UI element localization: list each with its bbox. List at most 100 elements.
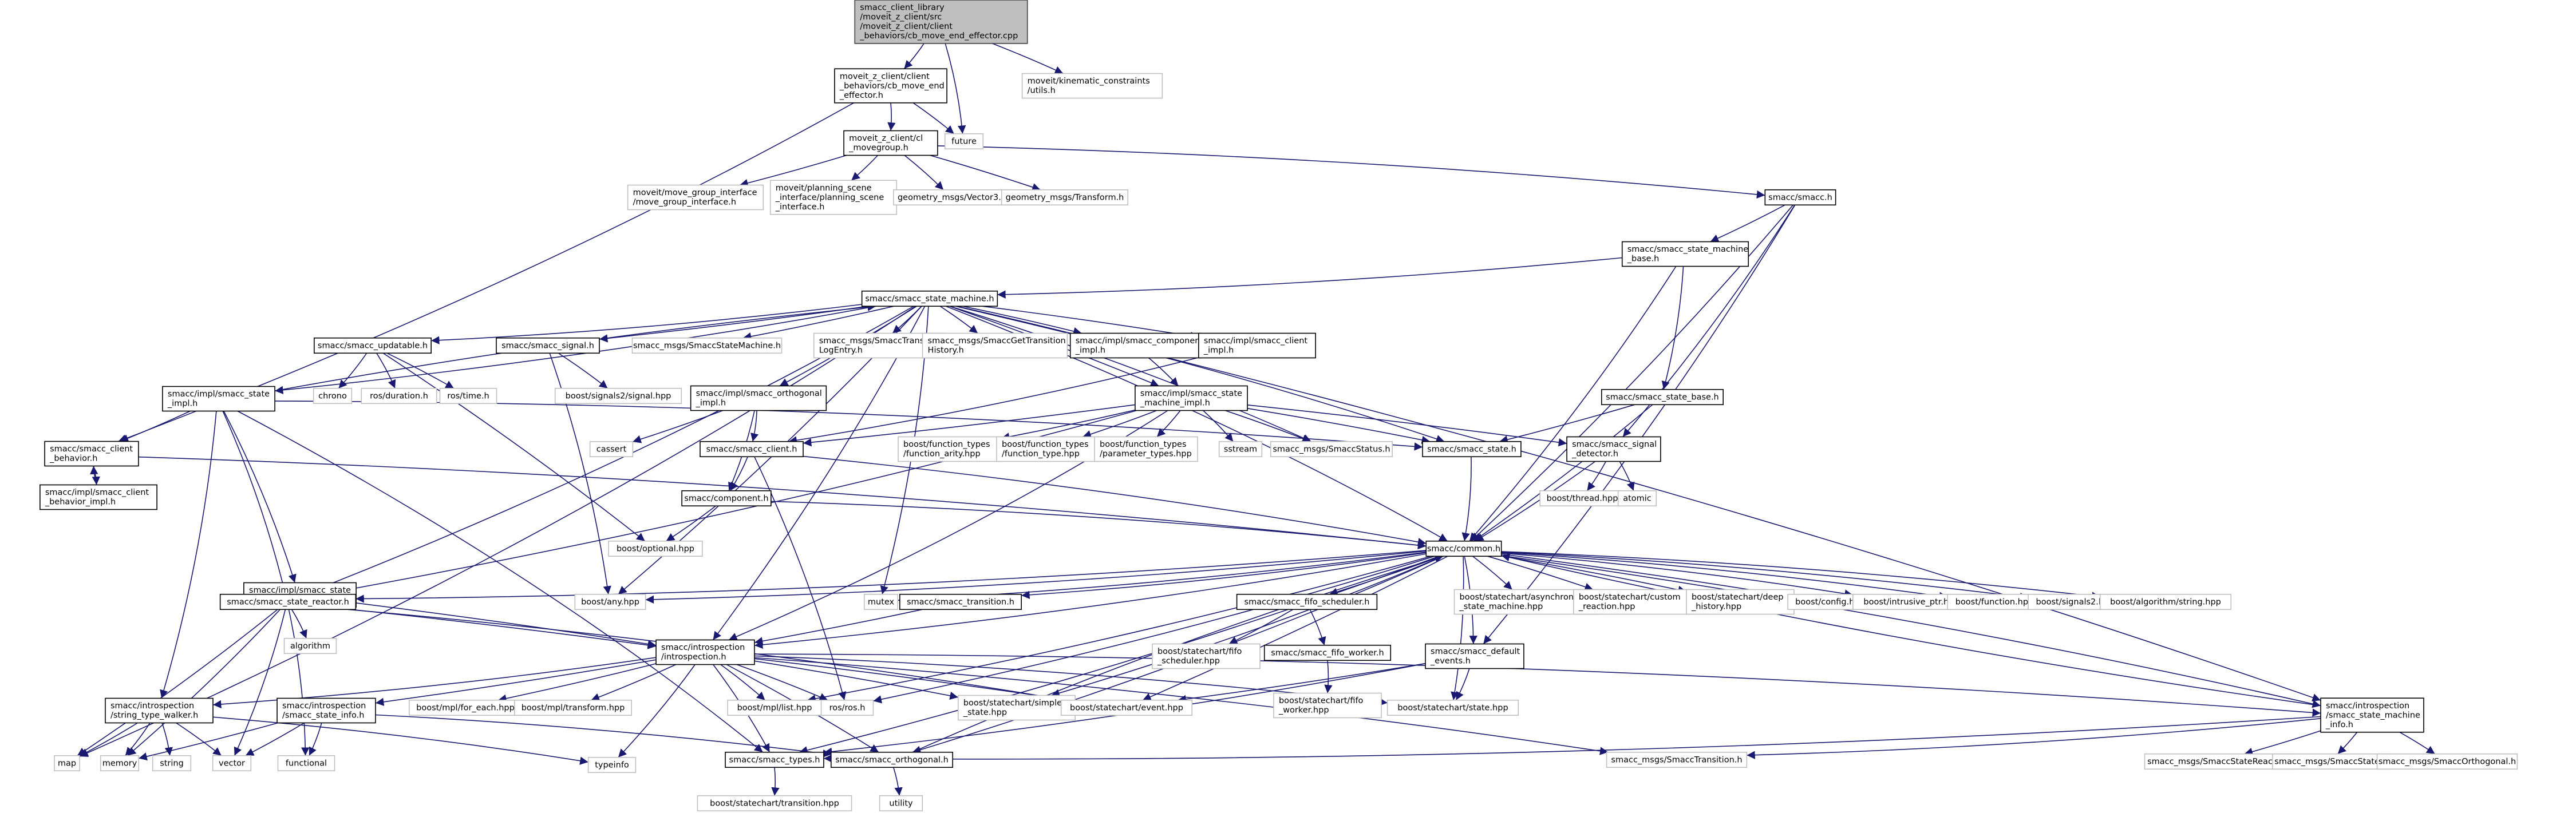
graph-node: geometry_msgs/Transform.h xyxy=(1001,189,1129,206)
graph-node: moveit/kinematic_constraints/utils.h xyxy=(1021,73,1163,99)
graph-node[interactable]: smacc/smacc_orthogonal.h xyxy=(831,751,954,768)
node-label: smacc_msgs/SmaccOrthogonal.h xyxy=(2379,757,2516,766)
graph-node[interactable]: smacc/smacc_types.h xyxy=(725,751,824,768)
graph-node: boost/algorithm/string.hpp xyxy=(2099,593,2232,610)
include-edge xyxy=(356,602,657,648)
include-edge xyxy=(79,722,138,757)
node-label: smacc/common.h xyxy=(1427,544,1500,553)
graph-node[interactable]: smacc/smacc_signal_detector.h xyxy=(1566,436,1661,462)
graph-node: algorithm xyxy=(283,637,337,655)
node-label: algorithm xyxy=(290,641,330,651)
graph-node: atomic xyxy=(1617,490,1657,507)
graph-node[interactable]: smacc/impl/smacc_state_machine_impl.h xyxy=(1135,385,1248,411)
node-box xyxy=(655,639,755,665)
node-label: boost/function_types xyxy=(903,440,990,449)
node-label: moveit_z_client/client xyxy=(840,72,930,81)
graph-node[interactable]: smacc/smacc_transition.h xyxy=(899,593,1022,610)
include-edge xyxy=(1469,266,1677,542)
graph-node[interactable]: smacc/impl/smacc_state_impl.h xyxy=(162,386,275,412)
graph-node[interactable]: smacc/smacc_client_behavior.h xyxy=(44,441,139,467)
include-edge xyxy=(771,501,1427,550)
node-box xyxy=(863,593,899,610)
node-box xyxy=(1273,692,1382,719)
graph-node[interactable]: smacc/impl/smacc_client_impl.h xyxy=(1198,332,1316,359)
node-label: _behavior.h xyxy=(49,454,97,463)
include-edge xyxy=(898,552,1427,604)
node-label: smacc/smacc_types.h xyxy=(729,755,820,764)
graph-node[interactable]: smacc/smacc_state_machine_base.h xyxy=(1621,241,1749,267)
graph-node[interactable]: moveit_z_client/cl_movegroup.h xyxy=(843,130,938,156)
node-label: ros/duration.h xyxy=(370,391,428,400)
graph-node[interactable]: smacc_client_library/moveit_z_client/src… xyxy=(854,0,1028,44)
nodes-layer: smacc_client_library/moveit_z_client/src… xyxy=(39,0,2518,812)
graph-node: boost/statechart/simple_state.hpp xyxy=(958,695,1076,721)
node-label: smacc_msgs/SmaccStateMachine.h xyxy=(633,341,781,350)
include-edge xyxy=(275,306,876,394)
graph-node[interactable]: smacc/introspection/string_type_walker.h xyxy=(105,697,214,724)
graph-node[interactable]: smacc/smacc_signal.h xyxy=(496,337,600,354)
graph-node[interactable]: smacc/smacc_updatable.h xyxy=(314,337,432,354)
node-label: _interface/planning_scene xyxy=(775,193,884,202)
node-box xyxy=(899,593,1022,610)
graph-node[interactable]: smacc/smacc_state_reactor.h xyxy=(219,593,357,610)
node-label: boost/statechart/deep xyxy=(1692,593,1784,602)
graph-node[interactable]: smacc/common.h xyxy=(1425,540,1502,557)
node-box xyxy=(1263,644,1392,661)
node-label: _behaviors/cb_move_end xyxy=(839,81,945,90)
graph-node[interactable]: smacc/smacc_default_events.h xyxy=(1425,643,1524,669)
graph-node[interactable]: smacc/introspection/smacc_state_machine_… xyxy=(2320,697,2424,733)
node-label: smacc_msgs/SmaccStateReactor.h xyxy=(2147,757,2291,766)
node-box xyxy=(2272,753,2390,770)
graph-node[interactable]: smacc/smacc.h xyxy=(1764,189,1836,206)
graph-node[interactable]: smacc/smacc_fifo_worker.h xyxy=(1263,644,1392,661)
node-label: _events.h xyxy=(1430,657,1471,666)
include-edge xyxy=(904,154,944,191)
graph-node[interactable]: smacc/impl/smacc_client_behavior_impl.h xyxy=(39,484,157,510)
graph-node[interactable]: smacc/introspection/introspection.h xyxy=(655,639,755,665)
include-edge xyxy=(645,550,1427,604)
node-label: /move_group_interface.h xyxy=(633,198,736,207)
graph-node: boost/function_types/function_arity.hpp xyxy=(898,436,1002,462)
node-label: /smacc_state_machine xyxy=(2326,711,2420,720)
graph-node[interactable]: smacc/smacc_fifo_scheduler.h xyxy=(1236,593,1378,610)
include-edge xyxy=(666,505,716,542)
include-edge xyxy=(1473,404,1653,542)
include-edge xyxy=(237,410,764,753)
node-label: utility xyxy=(889,799,913,808)
node-label: boost/function_types xyxy=(1100,440,1187,449)
node-box xyxy=(879,795,923,812)
graph-node[interactable]: smacc/impl/smacc_orthogonal_impl.h xyxy=(690,385,827,411)
node-label: _impl.h xyxy=(1075,346,1105,355)
node-label: moveit/kinematic_constraints xyxy=(1028,77,1150,86)
graph-node: cassert xyxy=(589,441,634,458)
include-edge xyxy=(2399,732,2436,755)
include-edge xyxy=(937,145,1765,199)
graph-node: ros/time.h xyxy=(439,387,497,404)
include-edge xyxy=(963,306,1082,336)
node-label: smacc/smacc_orthogonal.h xyxy=(835,755,949,764)
graph-node[interactable]: smacc/introspection/smacc_state_info.h xyxy=(276,697,376,724)
include-edge xyxy=(355,550,1427,603)
node-box xyxy=(219,593,357,610)
node-box xyxy=(589,441,634,458)
node-label: /utils.h xyxy=(1028,86,1056,96)
graph-node[interactable]: smacc/smacc_state.h xyxy=(1422,441,1522,458)
graph-node: boost/mpl/for_each.hpp xyxy=(409,699,522,716)
graph-node[interactable]: smacc/smacc_client.h xyxy=(700,441,804,458)
node-label: _scheduler.hpp xyxy=(1157,657,1220,666)
graph-node[interactable]: smacc/smacc_state_machine.h xyxy=(861,290,998,307)
node-box xyxy=(1001,189,1129,206)
include-edge xyxy=(1475,461,1596,542)
graph-node[interactable]: moveit_z_client/client_behaviors/cb_move… xyxy=(834,68,947,104)
graph-node[interactable]: smacc/component.h xyxy=(681,490,772,507)
graph-node: smacc_msgs/SmaccStatus.h xyxy=(1270,441,1393,458)
node-box xyxy=(1060,699,1193,716)
graph-node: utility xyxy=(879,795,923,812)
node-box xyxy=(944,133,984,150)
include-edge xyxy=(1178,663,1426,704)
include-edge xyxy=(1203,410,1234,442)
graph-node[interactable]: smacc/impl/smacc_component_impl.h xyxy=(1069,332,1204,359)
node-label: boost/statechart/fifo xyxy=(1279,696,1364,705)
graph-node[interactable]: smacc/smacc_state_base.h xyxy=(1601,388,1724,406)
node-box xyxy=(1764,189,1836,206)
